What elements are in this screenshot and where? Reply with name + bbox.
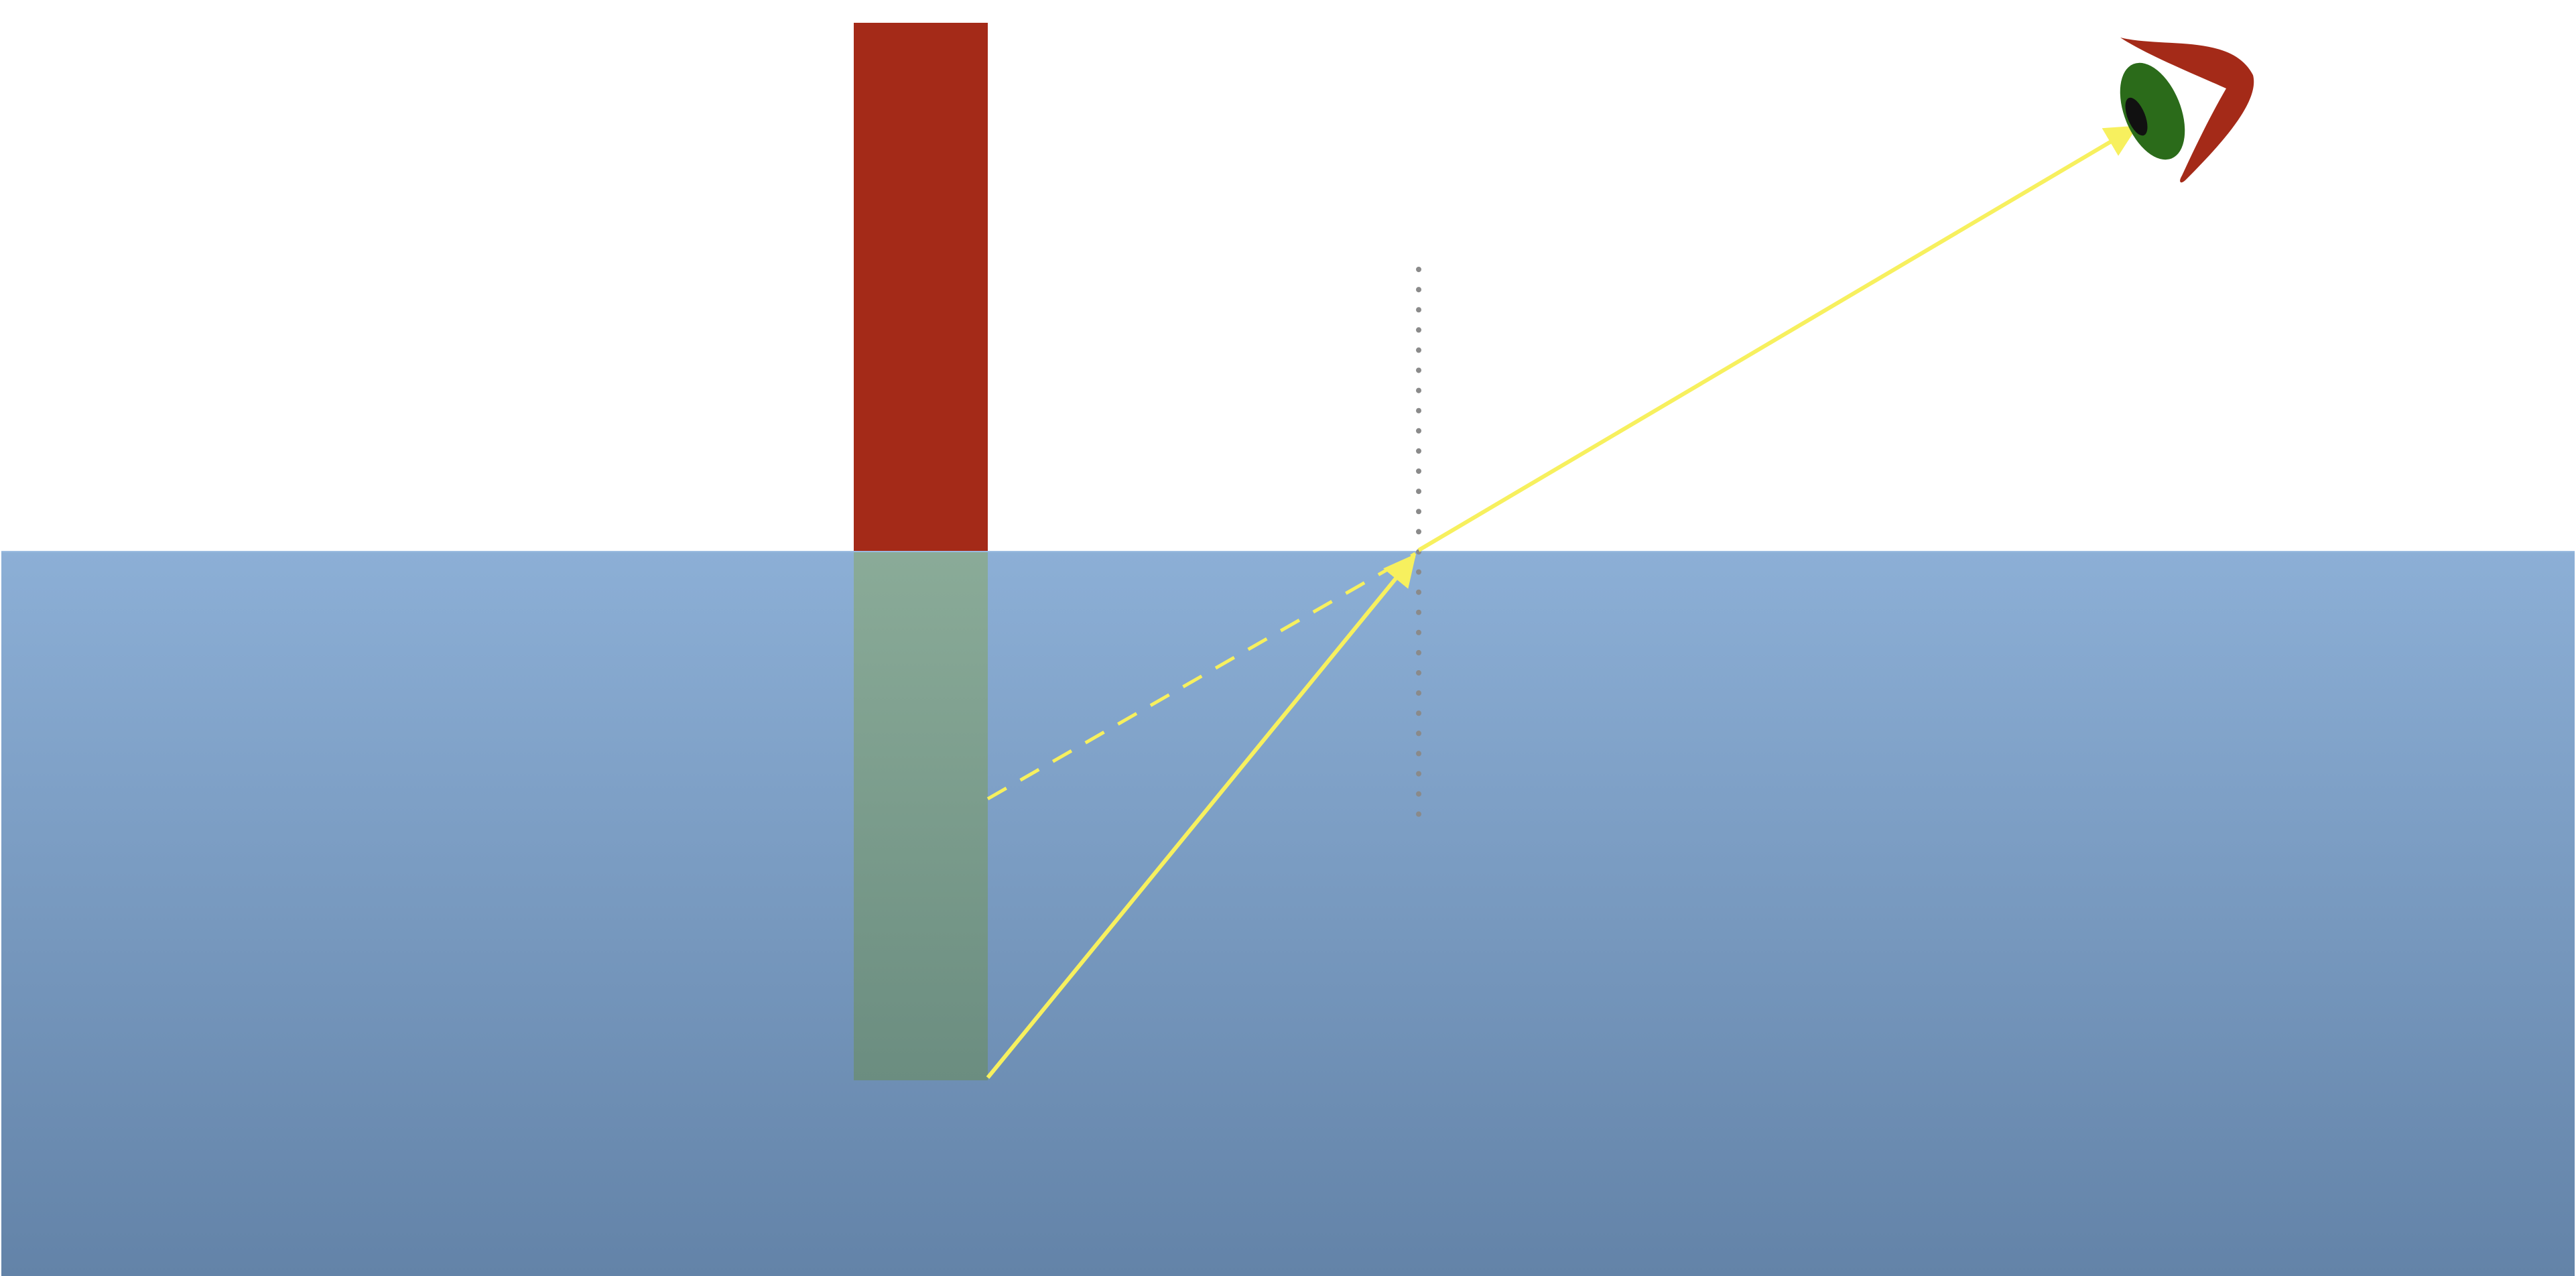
apparent-ray-dashed [986,552,1417,801]
eye-icon [2120,38,2254,183]
water-body [1,551,2575,1276]
rod-submerged-part [854,552,988,1080]
rod-above-water [854,23,988,552]
eye-upper-lid [2120,38,2254,183]
eye-iris [2120,62,2185,160]
emerging-ray-in-air [1417,125,2138,552]
refracted-ray-in-water [986,554,1417,1079]
eye-pupil [2125,97,2148,136]
